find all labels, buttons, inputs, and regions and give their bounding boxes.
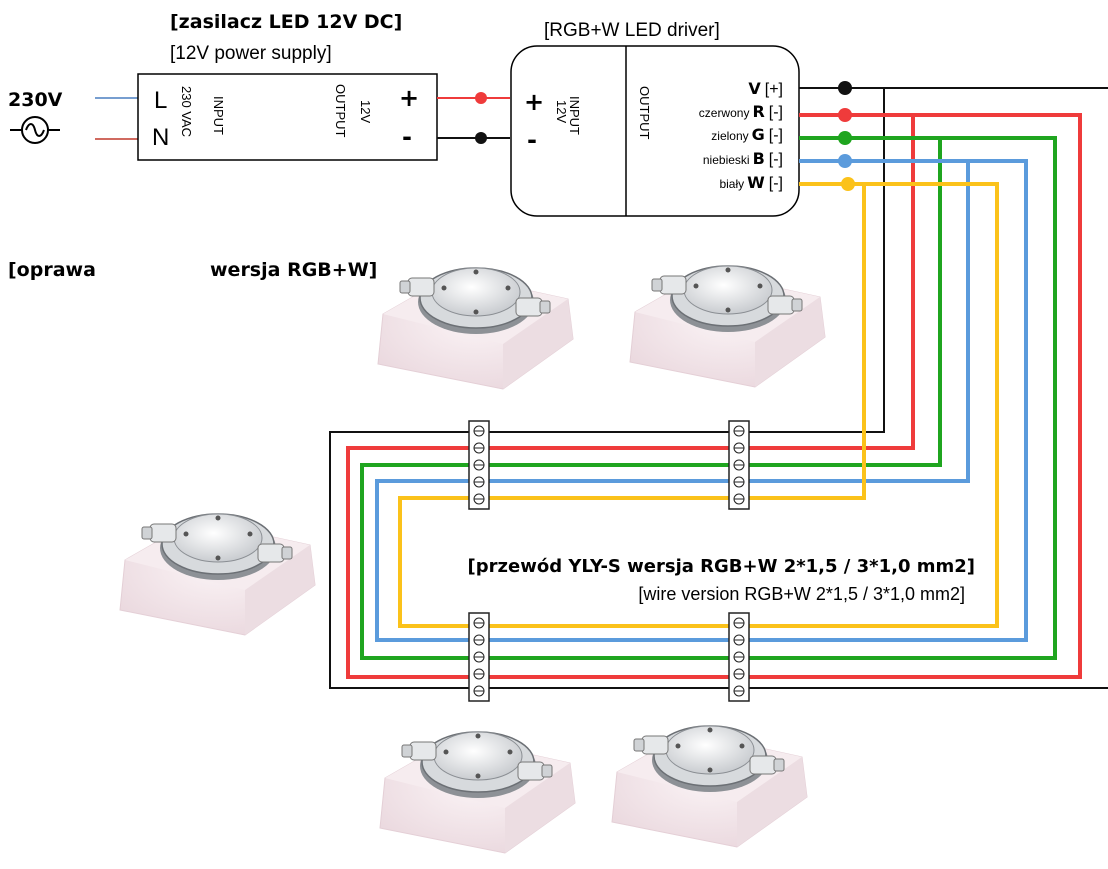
node-b [838,154,852,168]
psu-input-vac: 230 VAC [179,86,194,137]
terminal-block-bottom-right [728,612,750,702]
node-g [838,131,852,145]
driver-title: [RGB+W LED driver] [544,20,720,41]
driver-input-voltage: 12V [554,100,569,123]
led-driver-box [510,45,800,217]
fixture-top-right [629,265,826,388]
wire-label-en: [wire version RGB+W 2*1,5 / 3*1,0 mm2] [638,584,965,604]
wire-b-blue [375,159,1028,642]
svg-text:V[+]: V[+] [748,79,783,98]
node-v [838,81,852,95]
psu-title-pl: [zasilacz LED 12V DC] [170,11,402,33]
power-supply-box [137,73,438,161]
wire-g-green [360,136,1057,660]
psu-output-label: OUTPUT [333,84,348,138]
fixture-bottom-right [611,725,808,848]
psu-negative-node [475,132,487,144]
ac-source-icon [10,116,60,144]
psu-output-voltage: 12V [358,100,373,123]
fixture-top-left [377,267,574,390]
wire-r-red [346,113,1082,679]
driver-output-label: OUTPUT [637,86,652,140]
driver-channel-v: V[+] [748,79,783,98]
psu-l-terminal: L [154,87,167,114]
mains-voltage-label: 230V [8,89,63,111]
fixture-label-part2: wersja RGB+W] [210,259,377,281]
psu-plus: + [399,84,419,112]
wire-label-pl: [przewód YLY-S wersja RGB+W 2*1,5 / 3*1,… [468,556,975,577]
fixture-label-part1: [oprawa [8,259,96,281]
fixture-middle-left [119,513,316,636]
node-r [838,108,852,122]
terminal-block-bottom-left [468,612,490,702]
psu-title-en: [12V power supply] [170,43,332,64]
node-w [841,177,855,191]
driver-input-label: INPUT [567,96,582,135]
psu-minus: - [402,123,412,151]
wire-w-yellow [398,182,999,628]
driver-minus: - [527,126,537,154]
driver-plus: + [524,88,544,116]
terminal-block-top-left [468,420,490,510]
psu-positive-node [475,92,487,104]
psu-n-terminal: N [152,124,169,151]
terminal-block-top-right [728,420,750,510]
psu-input-label: INPUT [211,96,226,135]
fixture-bottom-left [379,731,576,854]
